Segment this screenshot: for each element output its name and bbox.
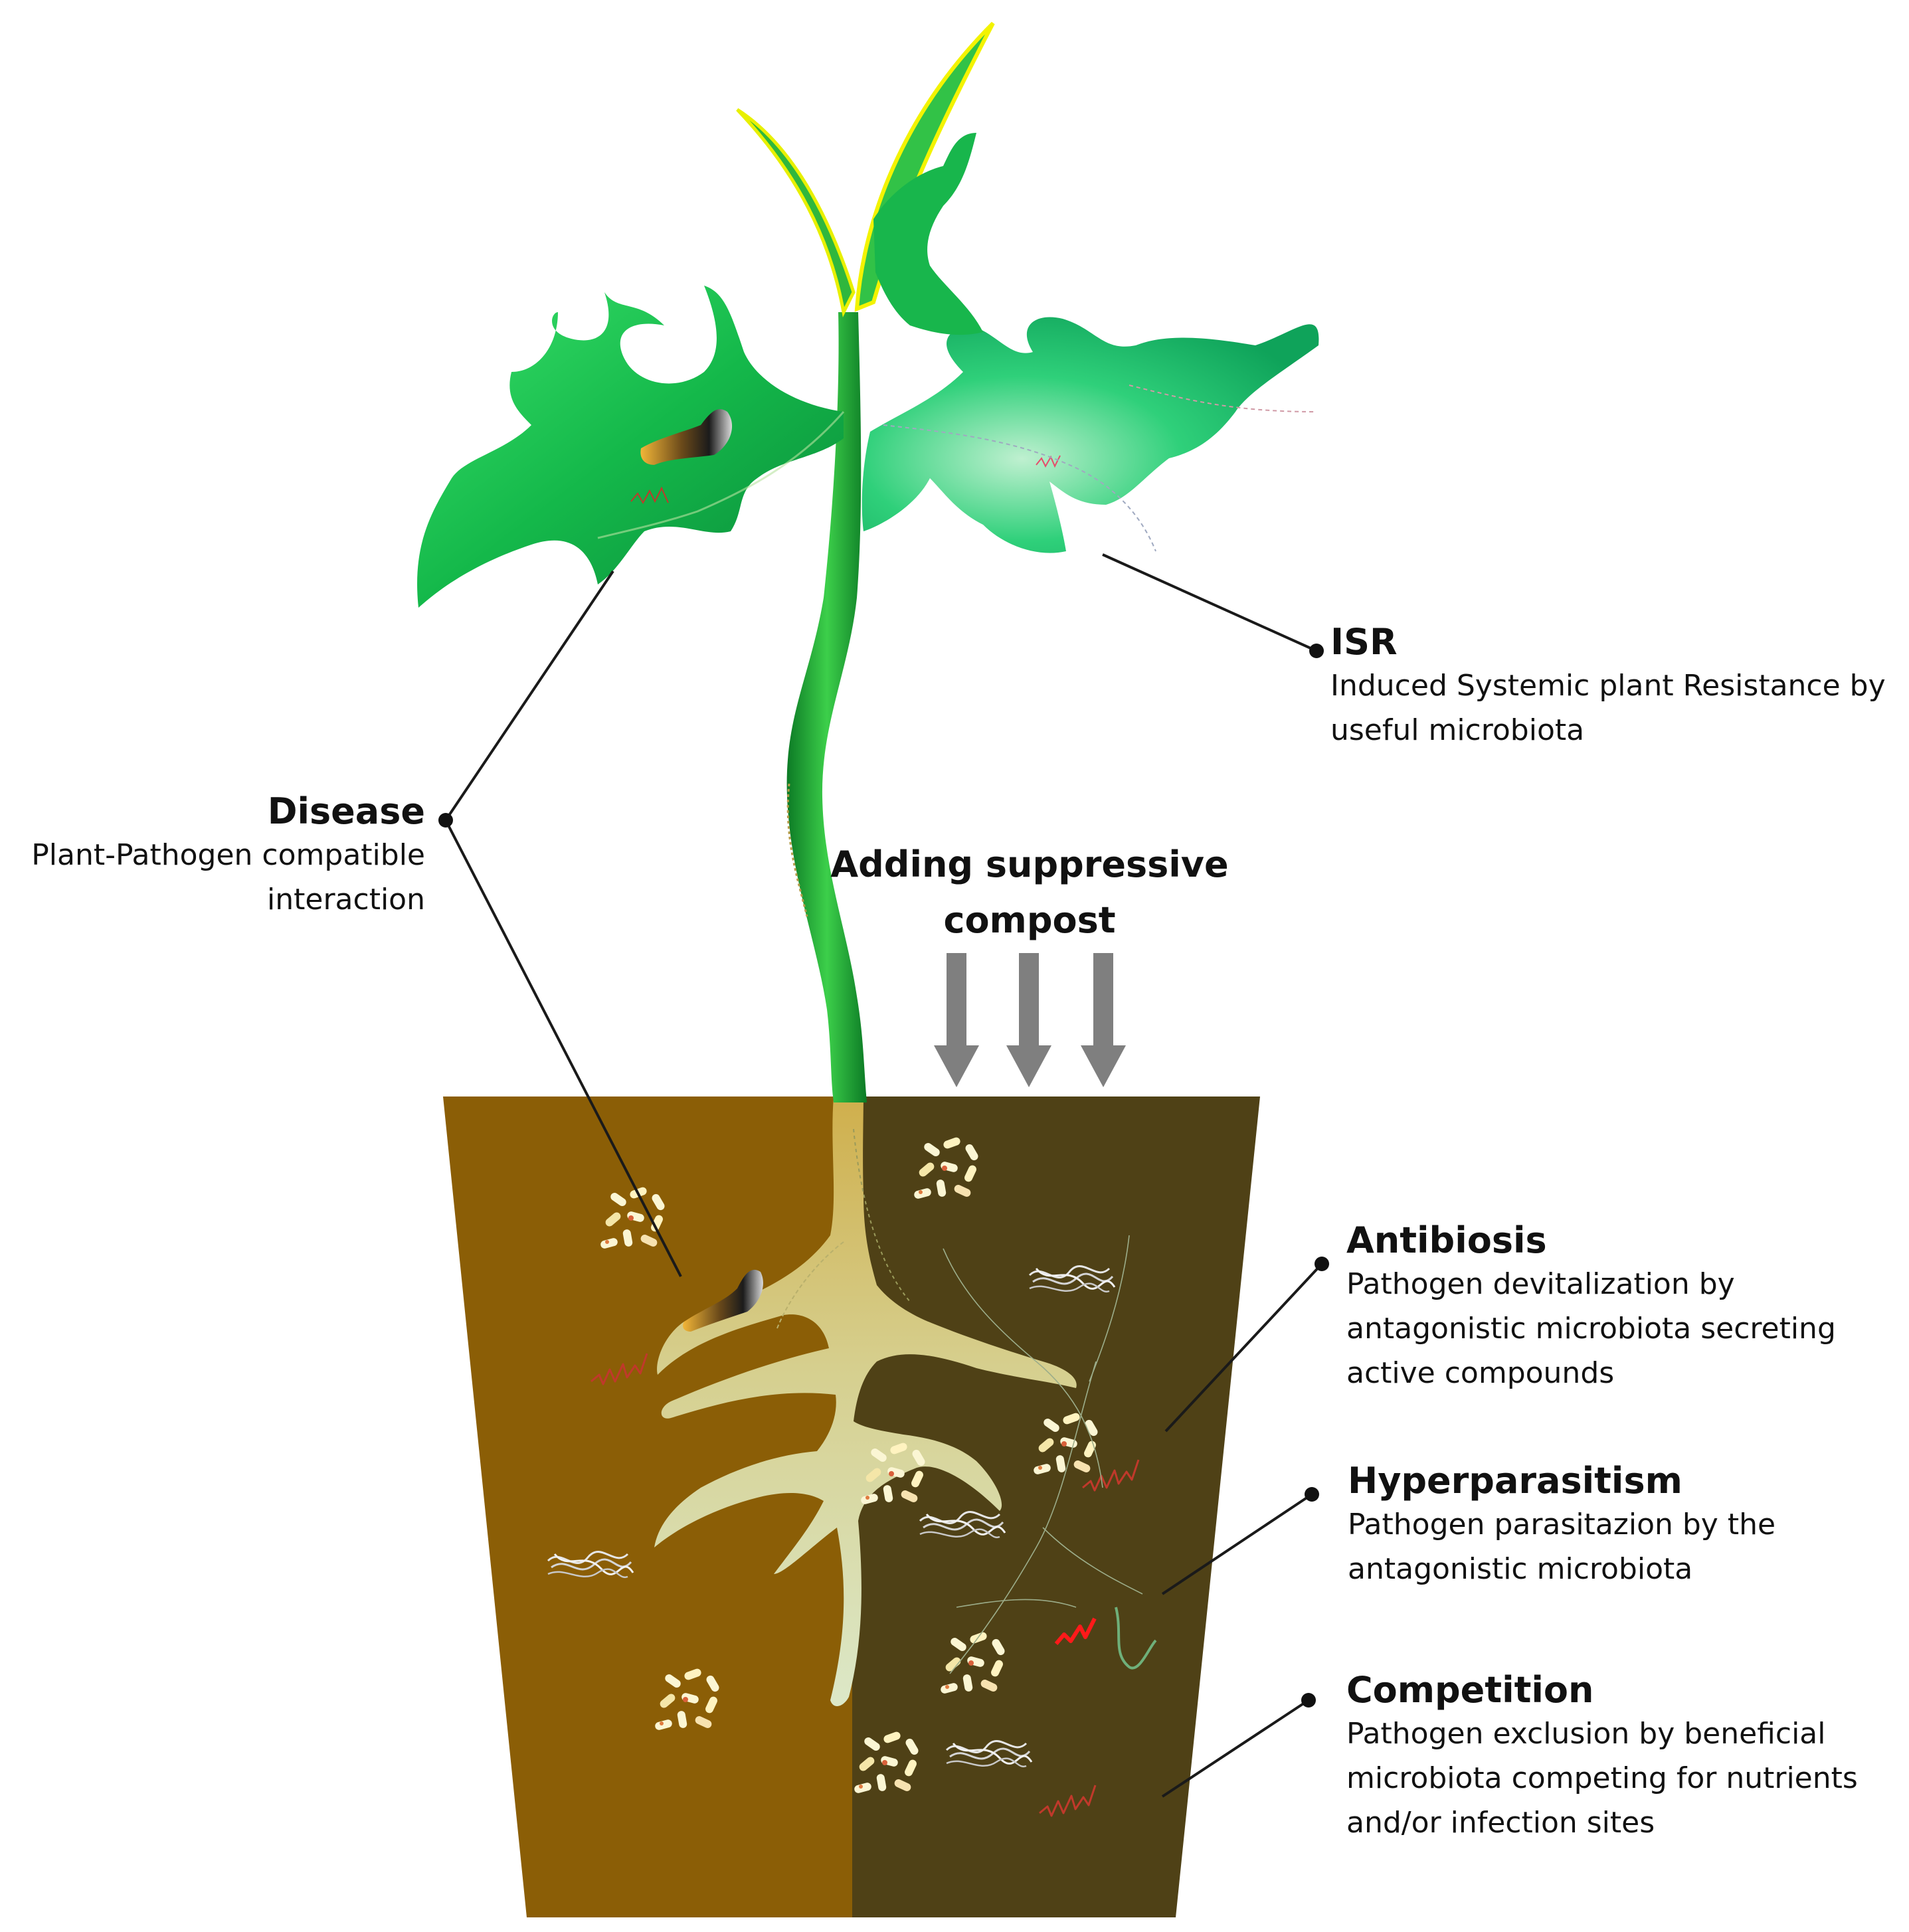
compost-arrows (934, 953, 1126, 1087)
disease-label: Disease Plant-Pathogen compatible intera… (7, 790, 425, 922)
competition-line-2: microbiota competing for nutrients (1346, 1761, 1858, 1795)
compost-line-2: compost (943, 899, 1116, 941)
competition-label: Competition Pathogen exclusion by benefi… (1346, 1669, 1904, 1845)
competition-line-1: Pathogen exclusion by beneficial (1346, 1717, 1826, 1751)
isr-line-2: useful microbiota (1330, 713, 1585, 747)
disease-title: Disease (267, 790, 425, 832)
root-system (654, 1089, 1077, 1707)
leaf-right (862, 133, 1319, 553)
callout-lines (438, 553, 1329, 1798)
down-arrow-icon (934, 953, 979, 1087)
leaf-left (417, 286, 845, 608)
isr-title: ISR (1330, 621, 1398, 663)
hyperparasitism-label: Hyperparasitism Pathogen parasitazion by… (1348, 1460, 1899, 1591)
compost-line-1: Adding suppressive (830, 843, 1229, 885)
antibiosis-label: Antibiosis Pathogen devitalization by an… (1346, 1219, 1898, 1395)
compost-label: Adding suppressive compost (790, 837, 1269, 948)
leaf-lesion-icon (640, 409, 733, 465)
competition-title: Competition (1346, 1669, 1594, 1711)
disease-line-1: Plant-Pathogen compatible (31, 838, 425, 872)
isr-line-1: Induced Systemic plant Resistance by (1330, 669, 1886, 703)
soil-microbiota (547, 1136, 1157, 1817)
antibiosis-title: Antibiosis (1346, 1219, 1547, 1261)
untreated-soil (443, 1097, 852, 1917)
down-arrow-icon (1081, 953, 1126, 1087)
antibiosis-line-1: Pathogen devitalization by (1346, 1267, 1735, 1301)
root-lesion-icon (683, 1269, 763, 1332)
plant-stem (786, 312, 867, 1102)
competition-line-3: and/or infection sites (1346, 1806, 1655, 1840)
compost-amended-soil (852, 1097, 1260, 1917)
disease-line-2: interaction (267, 883, 425, 917)
hyperparasitism-line-1: Pathogen parasitazion by the (1348, 1508, 1776, 1541)
antibiosis-line-3: active compounds (1346, 1356, 1615, 1390)
parasitized-pathogen-icon (1054, 1617, 1097, 1645)
hyperparasitism-line-2: antagonistic microbiota (1348, 1552, 1693, 1586)
down-arrow-icon (1006, 953, 1051, 1087)
hyperparasitism-title: Hyperparasitism (1348, 1460, 1682, 1502)
antibiosis-line-2: antagonistic microbiota secreting (1346, 1312, 1836, 1346)
isr-label: ISR Induced Systemic plant Resistance by… (1330, 621, 1902, 752)
